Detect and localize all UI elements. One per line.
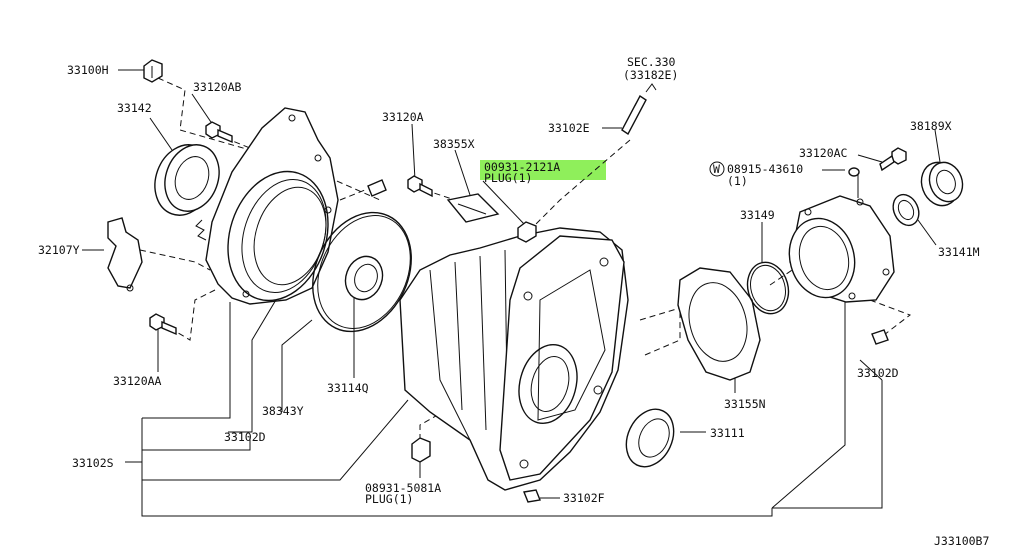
label-33120AB: 33120AB — [193, 80, 242, 94]
label-33120AC: 33120AC — [799, 146, 848, 160]
label-08931-5081A: 08931-5081A — [365, 481, 441, 495]
part-38343Y-o-ring — [312, 211, 412, 333]
part-33155N-gasket — [677, 267, 761, 381]
label-sec330: SEC.330 — [627, 55, 676, 69]
label-33102D-left: 33102D — [224, 430, 266, 444]
label-33102F: 33102F — [563, 491, 605, 505]
label-33149: 33149 — [740, 208, 775, 222]
label-33100H: 33100H — [67, 63, 109, 77]
label-33141M: 33141M — [938, 245, 980, 259]
part-33120AA-bolt — [149, 313, 177, 336]
part-00931-2121A-plug — [517, 221, 537, 243]
part-33102D-dowel-right — [871, 329, 889, 345]
part-33120A-bolt — [407, 175, 433, 198]
label-33142: 33142 — [117, 101, 152, 115]
part-33100H-bolt — [143, 59, 163, 83]
part-labels: 33100H 33120AB 33142 32107Y 33120AA 3834… — [38, 55, 989, 548]
label-32107Y: 32107Y — [38, 243, 80, 257]
label-33114Q: 33114Q — [327, 381, 369, 395]
part-33120AB-bolt — [205, 121, 233, 144]
diagram-code: J33100B7 — [934, 534, 989, 548]
label-qty-08915: (1) — [727, 174, 748, 188]
label-33120AA: 33120AA — [113, 374, 162, 388]
label-38189X: 38189X — [910, 119, 952, 133]
part-33102S-transfer-case — [399, 227, 629, 491]
label-00931-2121A: 00931-2121A — [484, 160, 560, 174]
part-33120AC-bolt — [879, 147, 907, 172]
highlight-00931-2121A — [480, 160, 606, 180]
label-33102E: 33102E — [548, 121, 590, 135]
part-33142-seal — [154, 144, 220, 216]
part-33102F-dowel — [523, 489, 541, 503]
label-plug-lower: PLUG(1) — [365, 492, 413, 506]
label-plug-upper: PLUG(1) — [484, 171, 532, 185]
label-sec330-ref: (33182E) — [623, 68, 678, 82]
part-08931-5081A-plug — [411, 437, 431, 463]
part-33102D-dowel-left — [367, 179, 387, 197]
label-33155N: 33155N — [724, 397, 766, 411]
part-08915-43610-washer — [848, 167, 860, 177]
label-33120A: 33120A — [382, 110, 424, 124]
part-38355X-plate — [446, 193, 500, 223]
label-38355X: 38355X — [433, 137, 475, 151]
label-33102D-right: 33102D — [857, 366, 899, 380]
part-front-case-cover — [195, 107, 339, 305]
washer-w-marker — [709, 161, 725, 177]
part-33114Q-seal — [344, 255, 384, 301]
label-38343Y: 38343Y — [262, 404, 304, 418]
part-33102E-breather — [621, 83, 657, 136]
part-32107Y-bracket — [107, 217, 143, 292]
part-33149-o-ring — [746, 261, 790, 315]
label-w-mark: W — [713, 162, 720, 176]
label-08915-43610: 08915-43610 — [727, 162, 803, 176]
label-33102S: 33102S — [72, 456, 114, 470]
label-33111: 33111 — [710, 426, 745, 440]
part-33141M-seal — [892, 193, 920, 227]
part-38189X-seal — [920, 161, 964, 207]
part-33111-seal — [625, 408, 675, 468]
part-rear-output-housing — [788, 195, 895, 303]
